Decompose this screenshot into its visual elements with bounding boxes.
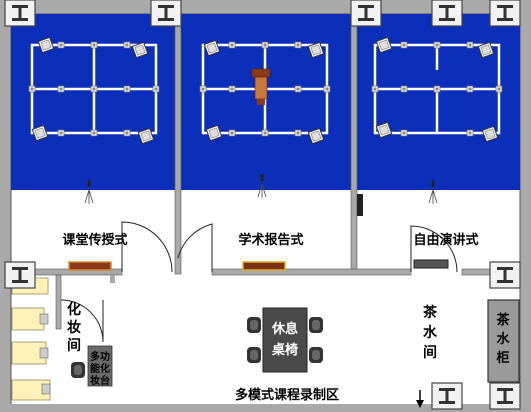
- tea-room-label-2: 水: [423, 324, 438, 341]
- tea-cabinet-box: [487, 299, 520, 383]
- podium-icon: [251, 68, 271, 105]
- tea-cabinet-label-3: 柜: [495, 350, 509, 366]
- door-swing-icon: [60, 221, 458, 343]
- vanity-label-2: 能化: [90, 362, 110, 375]
- room-label-speech: 自由演讲式: [413, 232, 478, 248]
- makeup-counters: [11, 277, 51, 401]
- lounge-label-1: 休息: [271, 321, 298, 337]
- makeup-room-label-1: 化: [67, 301, 81, 318]
- arrow-down-icon: [416, 390, 424, 408]
- lounge-label-2: 桌椅: [272, 342, 298, 358]
- chair-icon: [71, 362, 85, 378]
- rug-icon: [68, 261, 112, 271]
- makeup-room-label-3: 间: [67, 337, 81, 354]
- tea-cabinet-label-2: 水: [496, 331, 510, 347]
- room-label-lecture: 课堂传授式: [62, 232, 127, 248]
- vanity-label-1: 多功: [90, 350, 110, 363]
- tea-cabinet-label-1: 茶: [496, 312, 510, 328]
- room-label-seminar: 学术报告式: [238, 232, 303, 248]
- tea-room-label-3: 间: [423, 344, 437, 361]
- recording-area-label: 多模式课程录制区: [235, 387, 339, 403]
- stage-platform: [413, 259, 449, 269]
- vanity-table: [87, 345, 113, 387]
- vanity-label-3: 妆台: [90, 374, 110, 387]
- makeup-chairs: [39, 313, 51, 395]
- lounge-table: [262, 307, 308, 373]
- rug-icon: [242, 261, 286, 271]
- makeup-room-label-2: 妆: [67, 319, 81, 336]
- tea-room-label-1: 茶: [422, 304, 438, 321]
- door-panel: [357, 194, 363, 216]
